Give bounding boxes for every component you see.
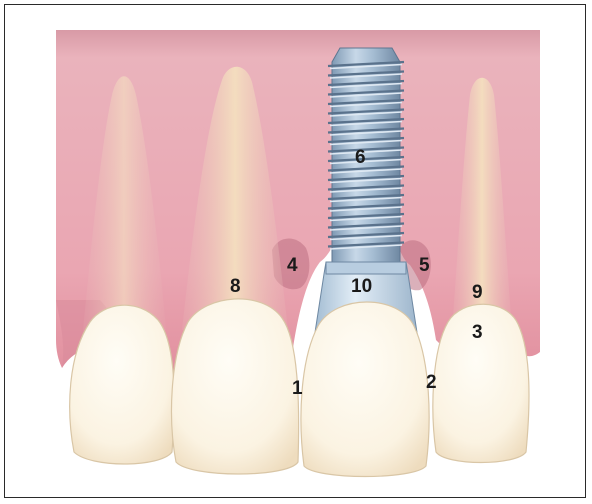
label-4: 4 (287, 255, 298, 276)
label-3: 3 (472, 322, 483, 343)
abutment-collar (326, 262, 406, 274)
label-10: 10 (351, 276, 372, 297)
label-5: 5 (419, 255, 430, 276)
label-8: 8 (230, 276, 241, 297)
implant-fixture (328, 48, 404, 262)
crown-implant (301, 302, 429, 477)
label-6: 6 (355, 147, 366, 168)
crown-far-left (70, 305, 174, 464)
crown-central-left (172, 299, 299, 474)
label-1: 1 (292, 378, 303, 399)
label-2: 2 (426, 372, 437, 393)
label-9: 9 (472, 282, 483, 303)
